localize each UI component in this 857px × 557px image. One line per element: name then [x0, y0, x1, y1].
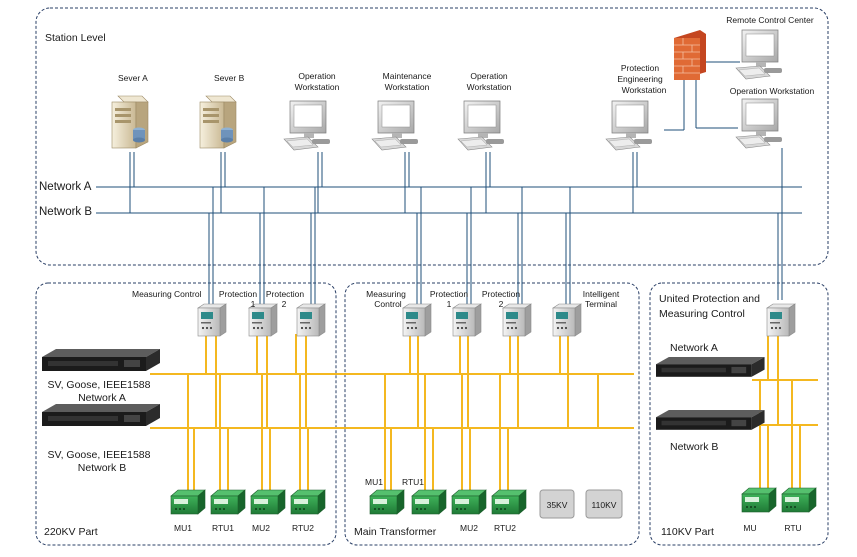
switch-220-a-label-line2: Network A [78, 392, 126, 404]
ied-intelligent-terminal-label-line1: Intelligent [583, 289, 620, 299]
remote-control-center-label: Remote Control Center [726, 15, 814, 25]
operation-workstation-1: Operation Workstation [283, 71, 340, 151]
switch-110-a-label: Network A [670, 342, 718, 354]
ied-intelligent-terminal-label-line2: Terminal [585, 299, 617, 309]
server-b-label: Sever B [214, 73, 245, 83]
ied-220-protection-2: Protection 2 [266, 289, 326, 337]
mu-220-rtu1: RTU1 [210, 489, 246, 533]
network-a-label: Network A [39, 181, 92, 193]
station-level-title: Station Level [45, 32, 106, 44]
network-b-label: Network B [39, 206, 92, 218]
remote-operation-workstation: Operation Workstation [730, 86, 815, 149]
mu-transformer-mu2-label: MU2 [460, 523, 478, 533]
operation-workstation-1-label-line2: Workstation [295, 82, 340, 92]
switch-220-network-a: SV, Goose, IEEE1588 Network A [42, 349, 160, 404]
mu-220-mu2-label: MU2 [252, 523, 270, 533]
protection-engineering-label-line3: Workstation [622, 85, 667, 95]
server-a-label: Sever A [118, 73, 148, 83]
part-110kv-label: 110KV Part [661, 526, 714, 538]
operation-workstation-2: Operation Workstation [457, 71, 512, 151]
server-b: Sever B [199, 73, 245, 149]
process-bus [150, 334, 818, 494]
protection-engineering-label-line2: Engineering [617, 74, 663, 84]
mu-220-rtu2: RTU2 [290, 489, 326, 533]
mu-transformer-rtu2: RTU2 [491, 489, 527, 533]
mu-transformer-mu1-label: MU1 [365, 477, 383, 487]
ied-220-protection2-label-line2: 2 [282, 299, 287, 309]
mu-220-rtu2-label: RTU2 [292, 523, 314, 533]
ied-transformer-measuring: Measuring Control [366, 289, 432, 337]
bay-droplines [208, 187, 779, 306]
switch-110-b-label: Network B [670, 441, 718, 453]
mu-transformer-mu2: MU2 [451, 489, 487, 533]
ied-transformer-measuring-label-line2: Control [374, 299, 402, 309]
protection-engineering-label-line1: Protection [621, 63, 660, 73]
mu-transformer-rtu1-label: RTU1 [402, 477, 424, 487]
ied-220-protection1-label-line2: 1 [251, 299, 256, 309]
ied-110-united-protection [766, 303, 796, 337]
part-220kv-box [35, 282, 337, 546]
switch-110-network-b: Network B [656, 410, 765, 453]
ied-transformer-protection2-label-line1: Protection [482, 289, 521, 299]
part-110kv-device-label-line2: Measuring Control [659, 308, 745, 320]
mu-110-mu: MU [741, 487, 777, 533]
main-transformer-label: Main Transformer [354, 526, 437, 538]
ied-transformer-protection1-label-line2: 1 [447, 299, 452, 309]
operation-workstation-1-label-line1: Operation [298, 71, 336, 81]
mu-220-mu1: MU1 [170, 489, 206, 533]
operation-workstation-2-label-line1: Operation [470, 71, 508, 81]
switch-220-b-label-line1: SV, Goose, IEEE1588 [48, 449, 151, 461]
protection-engineering-workstation: Protection Engineering Workstation [605, 63, 667, 151]
station-droplines [129, 61, 783, 300]
mu-transformer-mu1: MU1 [365, 477, 405, 515]
mu-110-rtu-label: RTU [784, 523, 801, 533]
part-220kv-label: 220KV Part [44, 526, 98, 538]
box-110kv: 110KV [585, 489, 623, 519]
ied-220-measuring-control: Measuring Control [132, 289, 227, 337]
remote-operation-workstation-label: Operation Workstation [730, 86, 815, 96]
part-110kv-device-label-line1: United Protection and [659, 293, 760, 305]
mu-transformer-rtu2-label: RTU2 [494, 523, 516, 533]
ied-transformer-protection2-label-line2: 2 [499, 299, 504, 309]
box-35kv-label: 35KV [547, 500, 568, 510]
maintenance-workstation: Maintenance Workstation [371, 71, 432, 151]
switch-220-b-label-line2: Network B [78, 462, 126, 474]
ied-transformer-measuring-label-line1: Measuring [366, 289, 406, 299]
ied-220-protection1-label-line1: Protection [219, 289, 258, 299]
mu-220-rtu1-label: RTU1 [212, 523, 234, 533]
firewall-icon [674, 30, 706, 80]
part-110kv-box [649, 282, 829, 546]
switch-220-a-label-line1: SV, Goose, IEEE1588 [48, 379, 151, 391]
mu-220-mu1-label: MU1 [174, 523, 192, 533]
server-a: Sever A [111, 73, 149, 149]
remote-control-center-workstation: Remote Control Center [726, 15, 814, 80]
ied-transformer-protection1-label-line1: Protection [430, 289, 469, 299]
ied-transformer-protection-2: Protection 2 [482, 289, 532, 337]
mu-110-mu-label: MU [743, 523, 756, 533]
ied-intelligent-terminal: Intelligent Terminal [552, 289, 620, 337]
mu-220-mu2: MU2 [250, 489, 286, 533]
ied-220-protection2-label-line1: Protection [266, 289, 305, 299]
ied-transformer-protection-1: Protection 1 [430, 289, 482, 337]
mu-transformer-rtu1: RTU1 [402, 477, 447, 515]
mu-110-rtu: RTU [781, 487, 817, 533]
maintenance-workstation-label-line2: Workstation [385, 82, 430, 92]
ied-220-measuring-label: Measuring Control [132, 289, 202, 299]
box-35kv: 35KV [539, 489, 575, 519]
maintenance-workstation-label-line1: Maintenance [383, 71, 432, 81]
box-110kv-label: 110KV [592, 500, 617, 510]
switch-110-network-a: Network A [656, 342, 765, 377]
main-transformer-box [344, 282, 640, 546]
operation-workstation-2-label-line2: Workstation [467, 82, 512, 92]
ied-220-protection-1: Protection 1 [219, 289, 278, 337]
station-level-box [35, 7, 829, 266]
switch-220-network-b: SV, Goose, IEEE1588 Network B [42, 404, 160, 474]
